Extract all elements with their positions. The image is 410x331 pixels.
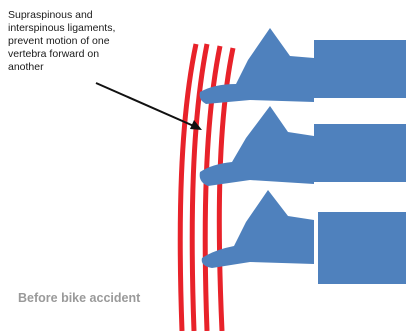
ligament-annotation: Supraspinous and interspinous ligaments,… [8, 9, 188, 74]
annotation-line: Supraspinous and [8, 9, 188, 22]
annotation-line: prevent motion of one [8, 35, 188, 48]
diagram-caption: Before bike accident [18, 291, 140, 305]
vertebra-middle [200, 106, 406, 186]
vertebra-bottom [202, 190, 406, 284]
annotation-line: another [8, 61, 188, 74]
annotation-line: vertebra forward on [8, 48, 188, 61]
annotation-line: interspinous ligaments, [8, 22, 188, 35]
